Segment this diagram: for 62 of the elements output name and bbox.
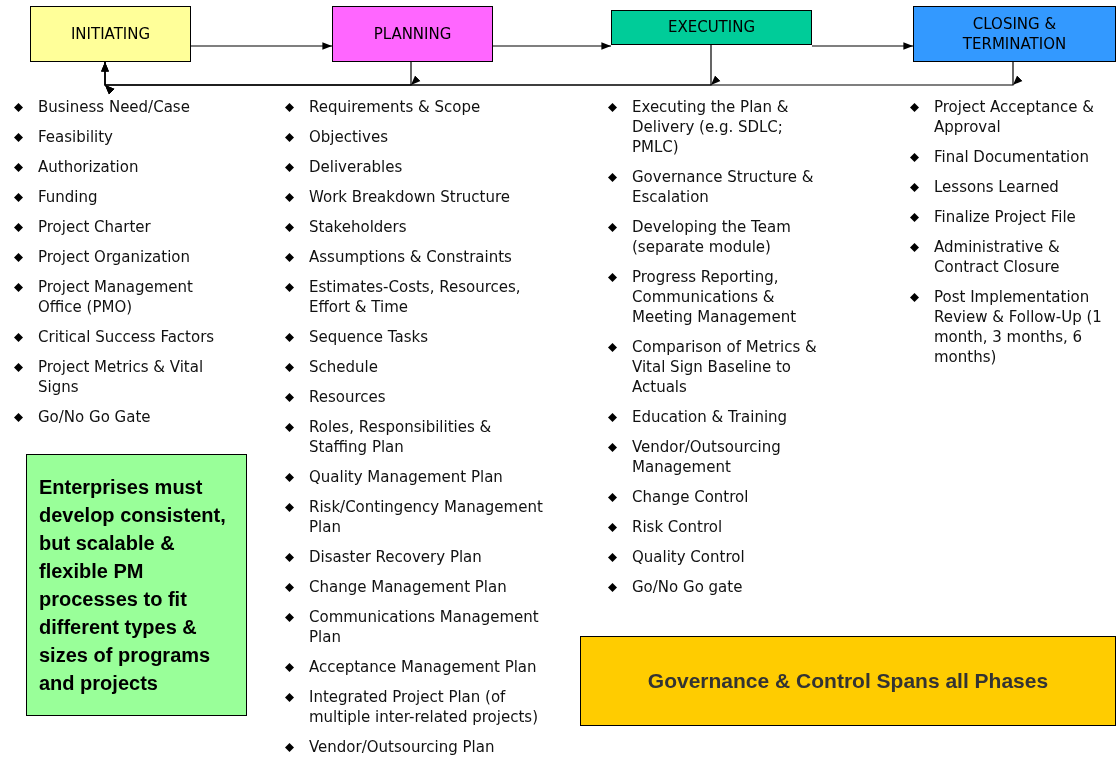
list-item: Change Management Plan — [309, 578, 507, 596]
phase-label: CLOSING & TERMINATION — [961, 14, 1068, 54]
list-item: Vendor/Outsourcing Management — [632, 438, 781, 476]
list-item: Authorization — [38, 158, 139, 176]
list-item: Quality Control — [632, 548, 745, 566]
list-item: Education & Training — [632, 408, 788, 426]
list-item: Final Documentation — [934, 148, 1089, 166]
list-item: Integrated Project Plan (of multiple inter-related projects) — [309, 688, 538, 726]
phase-box — [332, 6, 493, 62]
list-item: Project Acceptance & Approval — [934, 98, 1094, 136]
phase-label: INITIATING — [70, 24, 151, 44]
list-item: Project Charter — [38, 218, 151, 236]
list-item: Assumptions & Constraints — [309, 248, 512, 266]
list-item: Go/No Go Gate — [38, 408, 151, 426]
list-item: Estimates-Costs, Resources, Effort & Time — [309, 278, 521, 316]
phase-box — [611, 10, 812, 45]
list-item: Administrative & Contract Closure — [934, 238, 1060, 276]
list-item: Change Control — [632, 488, 749, 506]
phase-label: PLANNING — [373, 24, 452, 44]
list-item: Schedule — [309, 358, 378, 376]
callout-box — [580, 636, 1116, 726]
list-item: Roles, Responsibilities & Staffing Plan — [309, 418, 492, 456]
list-item: Requirements & Scope — [309, 98, 481, 116]
list-item: Critical Success Factors — [38, 328, 215, 346]
list-item: Lessons Learned — [934, 178, 1059, 196]
arrow — [190, 42, 333, 50]
list-item: Governance Structure & Escalation — [632, 168, 814, 206]
list-item: Objectives — [309, 128, 388, 146]
list-item: Post Implementation Review & Follow-Up (1 month, 3 months, 6 months) — [934, 288, 1102, 366]
list-item: Business Need/Case — [38, 98, 190, 116]
list-item: Developing the Team (separate module) — [632, 218, 791, 256]
phase-label: EXECUTING — [667, 17, 756, 37]
list-item: Project Management Office (PMO) — [38, 278, 193, 316]
list-item: Feasibility — [38, 128, 113, 146]
list-item: Go/No Go gate — [632, 578, 743, 596]
list-item: Risk Control — [632, 518, 723, 536]
phase-box — [913, 6, 1116, 62]
list-item: Project Organization — [38, 248, 190, 266]
list-item: Project Metrics & Vital Signs — [38, 358, 204, 396]
list-item: Funding — [38, 188, 98, 206]
note-text: Enterprises must develop consistent, but scalable & flexible PM processes to fit different types & sizes of programs and projects — [39, 475, 227, 696]
note-box — [26, 454, 247, 716]
list-item: Finalize Project File — [934, 208, 1076, 226]
arrow — [101, 61, 1023, 94]
list-item: Deliverables — [309, 158, 403, 176]
list-item: Vendor/Outsourcing Plan — [309, 738, 495, 756]
note-text: Governance & Control Spans all Phases — [647, 669, 1049, 693]
phase-box — [30, 6, 191, 62]
list-item: Acceptance Management Plan — [309, 658, 537, 676]
list-item: Executing the Plan & Delivery (e.g. SDLC; PMLC) — [632, 98, 789, 156]
list-item: Stakeholders — [309, 218, 407, 236]
list-item: Risk/Contingency Management Plan — [309, 498, 543, 536]
list-item: Work Breakdown Structure — [309, 188, 510, 206]
list-item: Sequence Tasks — [309, 328, 428, 346]
list-item: Communications Management Plan — [309, 608, 539, 646]
list-item: Comparison of Metrics & Vital Sign Baseline to Actuals — [632, 338, 817, 396]
arrow — [811, 42, 914, 50]
list-item: Resources — [309, 388, 386, 406]
arrow — [492, 42, 612, 50]
list-item: Quality Management Plan — [309, 468, 503, 486]
list-item: Progress Reporting, Communications & Meeting Management — [632, 268, 797, 326]
list-item: Disaster Recovery Plan — [309, 548, 482, 566]
